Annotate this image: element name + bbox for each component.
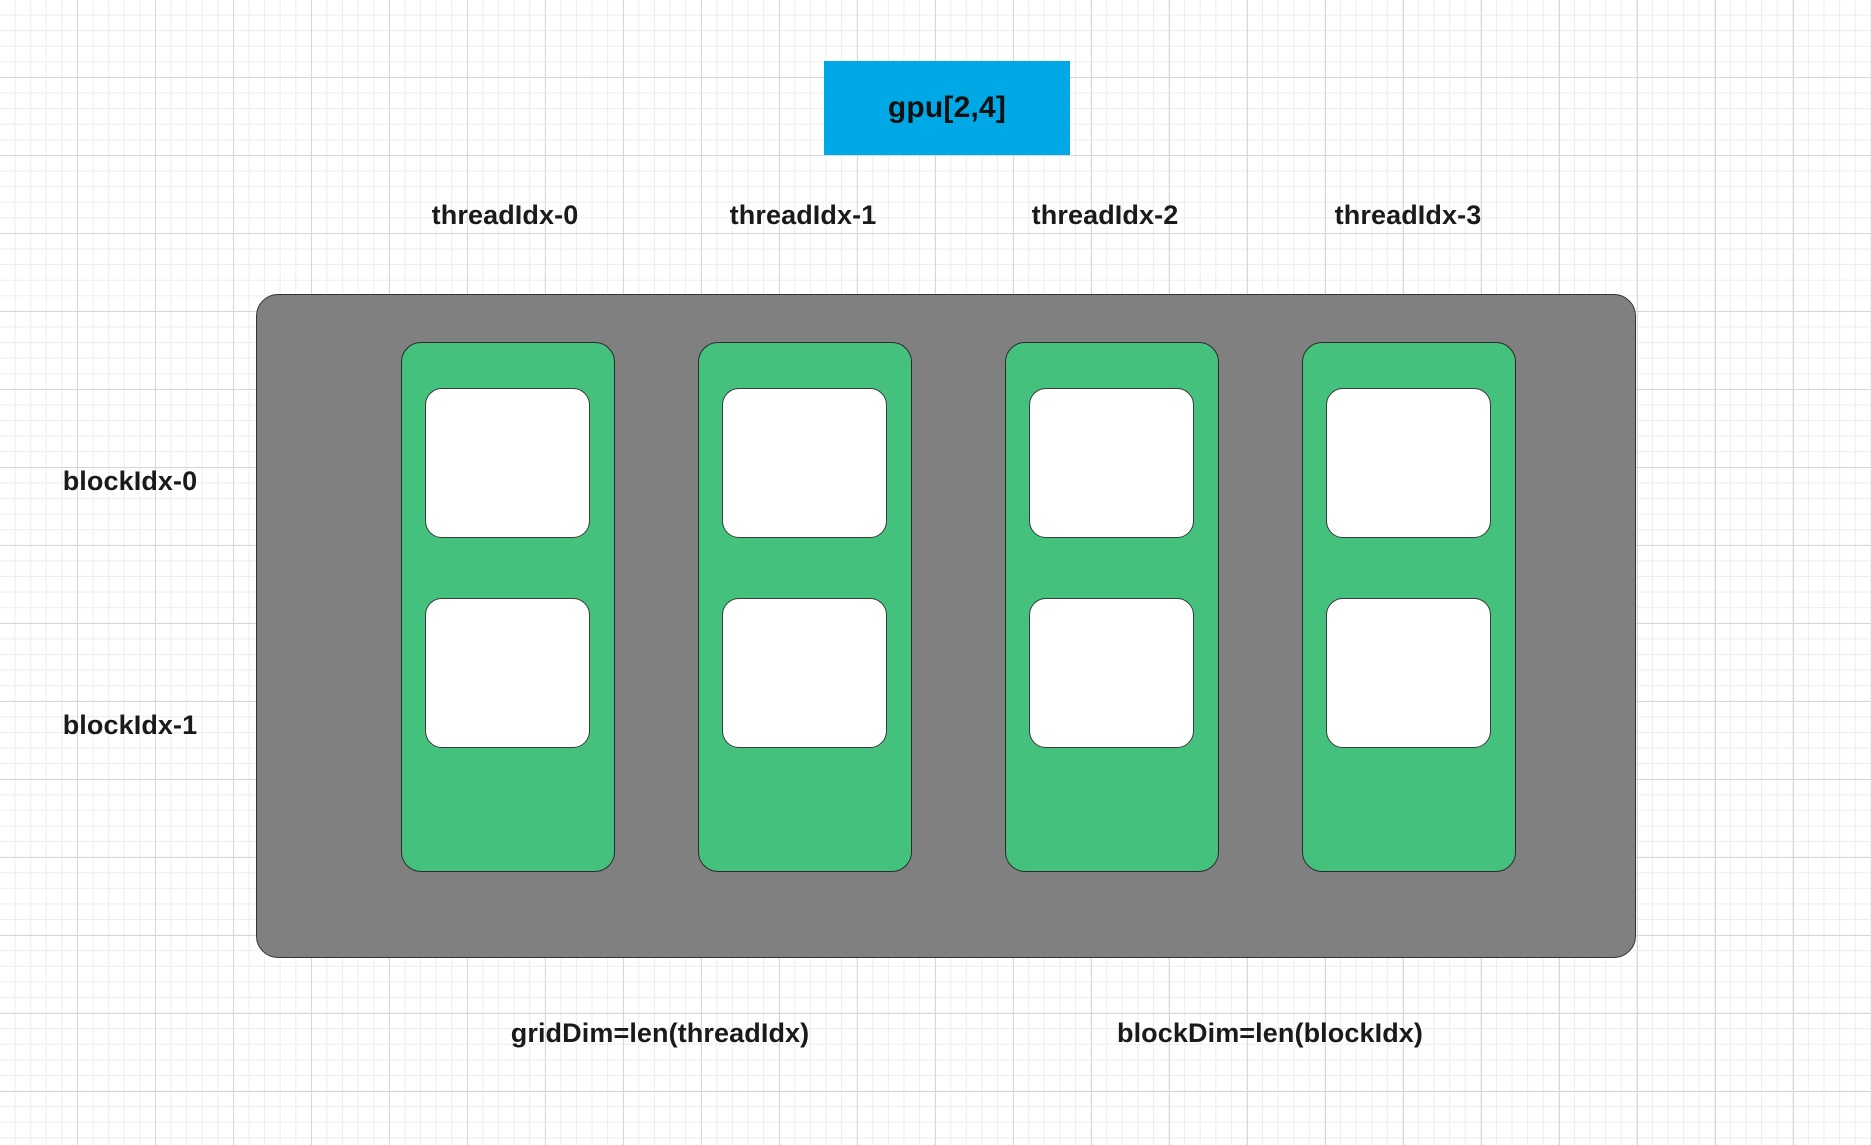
thread-column-1	[698, 342, 912, 872]
thread-column-3	[1302, 342, 1516, 872]
column-header-threadidx-3: threadIdx-3	[1334, 200, 1482, 230]
thread-column-2	[1005, 342, 1219, 872]
row-label-blockidx-1: blockIdx-1	[62, 710, 198, 740]
column-header-threadidx-1: threadIdx-1	[729, 200, 877, 230]
block-cell-1-3	[1326, 598, 1491, 748]
block-cell-0-0	[425, 388, 590, 538]
row-label-blockidx-0: blockIdx-0	[62, 466, 198, 496]
block-cell-1-0	[425, 598, 590, 748]
gpu-grid-container	[256, 294, 1636, 958]
block-cell-0-3	[1326, 388, 1491, 538]
caption-grid-dim: gridDim=len(threadIdx)	[510, 1018, 810, 1048]
thread-column-0	[401, 342, 615, 872]
column-header-threadidx-2: threadIdx-2	[1031, 200, 1179, 230]
block-cell-1-2	[1029, 598, 1194, 748]
block-cell-0-1	[722, 388, 887, 538]
gpu-title-box: gpu[2,4]	[824, 61, 1070, 155]
column-header-threadidx-0: threadIdx-0	[431, 200, 579, 230]
gpu-title-label: gpu[2,4]	[887, 91, 1007, 124]
block-cell-0-2	[1029, 388, 1194, 538]
caption-block-dim: blockDim=len(blockIdx)	[1116, 1018, 1424, 1048]
block-cell-1-1	[722, 598, 887, 748]
